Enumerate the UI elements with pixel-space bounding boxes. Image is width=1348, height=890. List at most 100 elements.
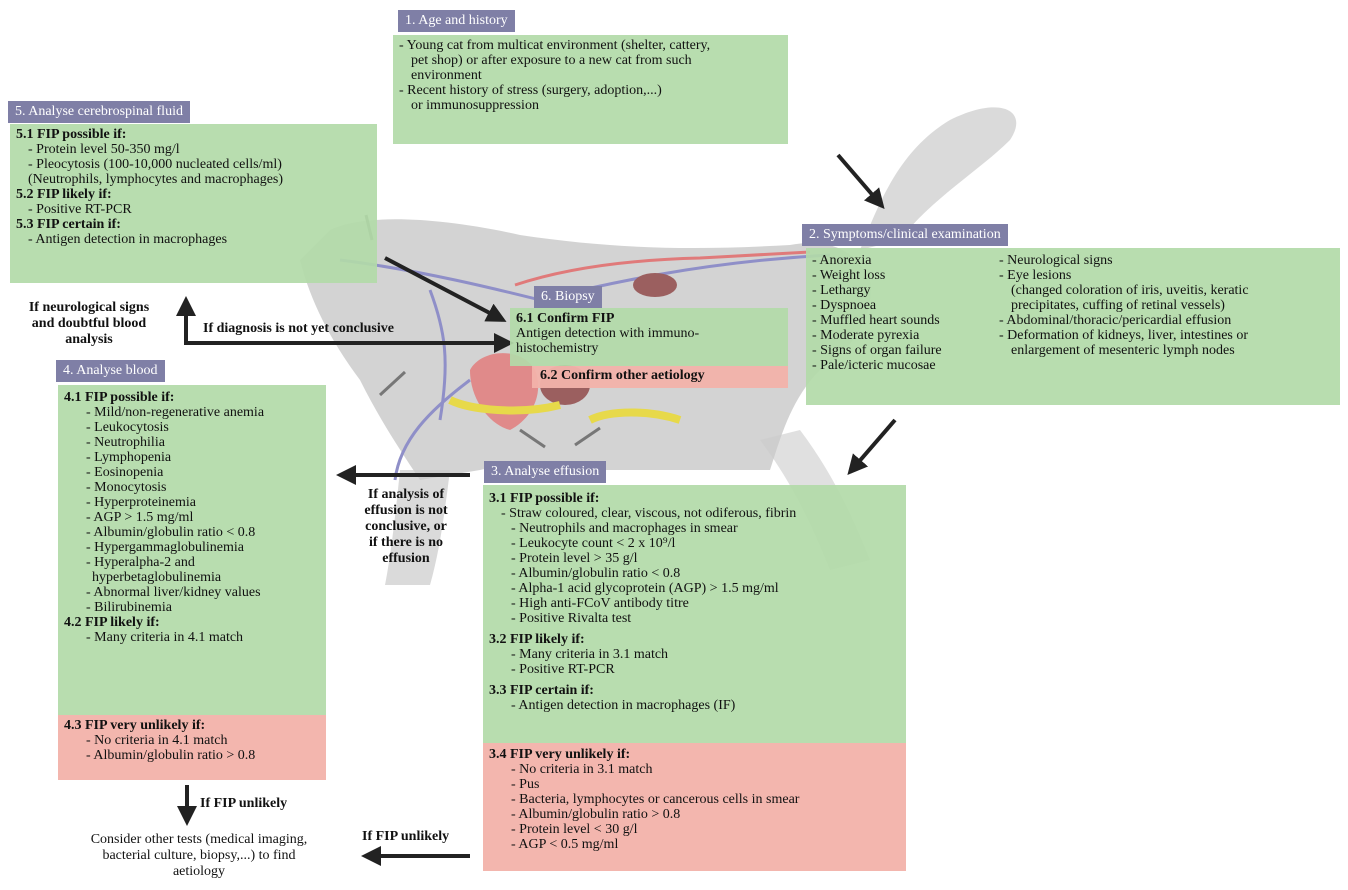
consider-line: bacterial culture, biopsy,...) to find: [102, 848, 296, 863]
section4-line: - No criteria in 4.1 match: [86, 733, 228, 748]
symptom-item: - Deformation of kidneys, liver, intesti…: [999, 328, 1249, 343]
consider-line: aetiology: [172, 864, 226, 879]
arrow-2-to-3: [847, 418, 897, 476]
section3-line: - No criteria in 3.1 match: [511, 762, 653, 777]
section4-line: hyperbetaglobulinemia: [92, 570, 222, 585]
section2-box: - Anorexia - Weight loss - Lethargy - Dy…: [806, 248, 1340, 405]
label-line: If neurological signs: [28, 300, 150, 315]
section4-line: - Hypergammaglobulinemia: [86, 540, 244, 555]
label-line: and doubtful blood: [31, 316, 147, 331]
section3-line: - Straw coloured, clear, viscous, not od…: [501, 506, 797, 521]
symptom-item: - Pale/icteric mucosae: [812, 358, 936, 373]
section6-line: Antigen detection with immuno-: [516, 326, 700, 341]
section3-heading: 3.2 FIP likely if:: [489, 632, 585, 647]
symptom-item: - Abdominal/thoracic/pericardial effusio…: [999, 313, 1232, 328]
symptom-item: - Signs of organ failure: [812, 343, 942, 358]
section3-heading: 3.4 FIP very unlikely if:: [489, 747, 631, 762]
section1-title: 1. Age and history: [398, 10, 515, 32]
section5-line: - Positive RT-PCR: [28, 202, 132, 217]
section6-heading: 6.1 Confirm FIP: [516, 311, 615, 326]
section4-line: - Abnormal liver/kidney values: [86, 585, 261, 600]
section3-line: - High anti-FCoV antibody titre: [511, 596, 689, 611]
symptom-item: - Weight loss: [812, 268, 886, 283]
section1-line: - Recent history of stress (surgery, ado…: [399, 83, 662, 98]
symptom-item: - Muffled heart sounds: [812, 313, 940, 328]
section4-line: - Many criteria in 4.1 match: [86, 630, 244, 645]
label-fip-unlikely-effusion: If FIP unlikely: [362, 829, 450, 844]
section5-line: - Antigen detection in macrophages: [28, 232, 228, 247]
section3-line: - Antigen detection in macrophages (IF): [511, 698, 736, 713]
section4-heading: 4.1 FIP possible if:: [64, 390, 175, 405]
consider-other-tests: Consider other tests (medical imaging, b…: [40, 832, 358, 880]
label-not-conclusive: If diagnosis is not yet conclusive: [203, 321, 394, 336]
section1-line: or immunosuppression: [411, 98, 539, 113]
section3-line: - Pus: [511, 777, 540, 792]
symptom-item: - Moderate pyrexia: [812, 328, 920, 343]
section4-line: - Eosinopenia: [86, 465, 164, 480]
section5-heading: 5.2 FIP likely if:: [16, 187, 112, 202]
label-line: conclusive, or: [365, 519, 447, 534]
label-line: effusion is not: [364, 503, 448, 518]
section3-line: - Protein level < 30 g/l: [511, 822, 638, 837]
section5-line: - Pleocytosis (100-10,000 nucleated cell…: [28, 157, 282, 172]
section3-box: 3.1 FIP possible if: - Straw coloured, c…: [483, 485, 906, 743]
section1-box: - Young cat from multicat environment (s…: [393, 35, 788, 144]
section4-title: 4. Analyse blood: [56, 360, 165, 382]
arrow-blood-to-biopsy: [184, 320, 514, 353]
arrow-5-to-6: [384, 256, 507, 322]
label-effusion-not-conclusive: If analysis of effusion is not conclusiv…: [340, 487, 472, 567]
section1-line: environment: [411, 68, 482, 83]
symptom-item: - Lethargy: [812, 283, 871, 298]
section3-line: - Positive RT-PCR: [511, 662, 615, 677]
section5-line: (Neutrophils, lymphocytes and macrophage…: [28, 172, 284, 187]
section4-line: - Lymphopenia: [86, 450, 172, 465]
section3-line: - Leukocyte count < 2 x 10⁹/l: [511, 536, 676, 551]
section6-heading: 6.2 Confirm other aetiology: [540, 368, 705, 383]
section4-heading: 4.2 FIP likely if:: [64, 615, 160, 630]
symptom-item: enlargement of mesenteric lymph nodes: [1011, 343, 1235, 358]
section2-title: 2. Symptoms/clinical examination: [802, 224, 1008, 246]
label-line: effusion: [382, 551, 430, 566]
section4-line: - Monocytosis: [86, 480, 167, 495]
section6-box: 6.1 Confirm FIP Antigen detection with i…: [510, 308, 788, 366]
section4-line: - Mild/non-regenerative anemia: [86, 405, 265, 420]
section3-line: - Bacteria, lymphocytes or cancerous cel…: [511, 792, 800, 807]
symptom-item: precipitates, cuffing of retinal vessels…: [1011, 298, 1225, 313]
section4-line: - Albumin/globulin ratio < 0.8: [86, 525, 256, 540]
section6-line: histochemistry: [516, 341, 599, 356]
section1-line: - Young cat from multicat environment (s…: [399, 38, 711, 53]
label-neurological-signs: If neurological signs and doubtful blood…: [4, 300, 174, 348]
section5-box: 5.1 FIP possible if: - Protein level 50-…: [10, 124, 377, 283]
section3-line: - Neutrophils and macrophages in smear: [511, 521, 738, 536]
label-fip-unlikely-blood: If FIP unlikely: [200, 796, 288, 811]
section4-line: - Hyperproteinemia: [86, 495, 197, 510]
section5-heading: 5.3 FIP certain if:: [16, 217, 121, 232]
section1-line: pet shop) or after exposure to a new cat…: [411, 53, 692, 68]
section3-line: - Albumin/globulin ratio > 0.8: [511, 807, 681, 822]
arrow-1-to-2: [836, 153, 885, 210]
symptom-item: - Anorexia: [812, 253, 872, 268]
section4-heading: 4.3 FIP very unlikely if:: [64, 718, 206, 733]
symptom-item: - Dyspnoea: [812, 298, 877, 313]
section3-line: - Many criteria in 3.1 match: [511, 647, 669, 662]
section4-line: - Albumin/globulin ratio > 0.8: [86, 748, 256, 763]
section4-line: - Bilirubinemia: [86, 600, 172, 615]
label-line: If analysis of: [367, 487, 445, 502]
section5-title: 5. Analyse cerebrospinal fluid: [8, 101, 190, 123]
section4-box: 4.1 FIP possible if: - Mild/non-regenera…: [58, 385, 326, 715]
section5-heading: 5.1 FIP possible if:: [16, 127, 127, 142]
section3-line: - Albumin/globulin ratio < 0.8: [511, 566, 681, 581]
section4-line: - Leukocytosis: [86, 420, 169, 435]
section3-line: - Protein level > 35 g/l: [511, 551, 638, 566]
label-line: analysis: [65, 332, 113, 347]
section4-line: - Neutrophilia: [86, 435, 165, 450]
label-line: if there is no: [368, 535, 443, 550]
section3-line: - Positive Rivalta test: [511, 611, 632, 626]
section3-heading: 3.1 FIP possible if:: [489, 491, 600, 506]
symptom-item: (changed coloration of iris, uveitis, ke…: [1011, 283, 1249, 298]
symptom-item: - Neurological signs: [999, 253, 1113, 268]
section6-other-box: 6.2 Confirm other aetiology: [532, 366, 788, 388]
section4-line: - Hyperalpha-2 and: [86, 555, 195, 570]
section6-title: 6. Biopsy: [534, 286, 602, 308]
